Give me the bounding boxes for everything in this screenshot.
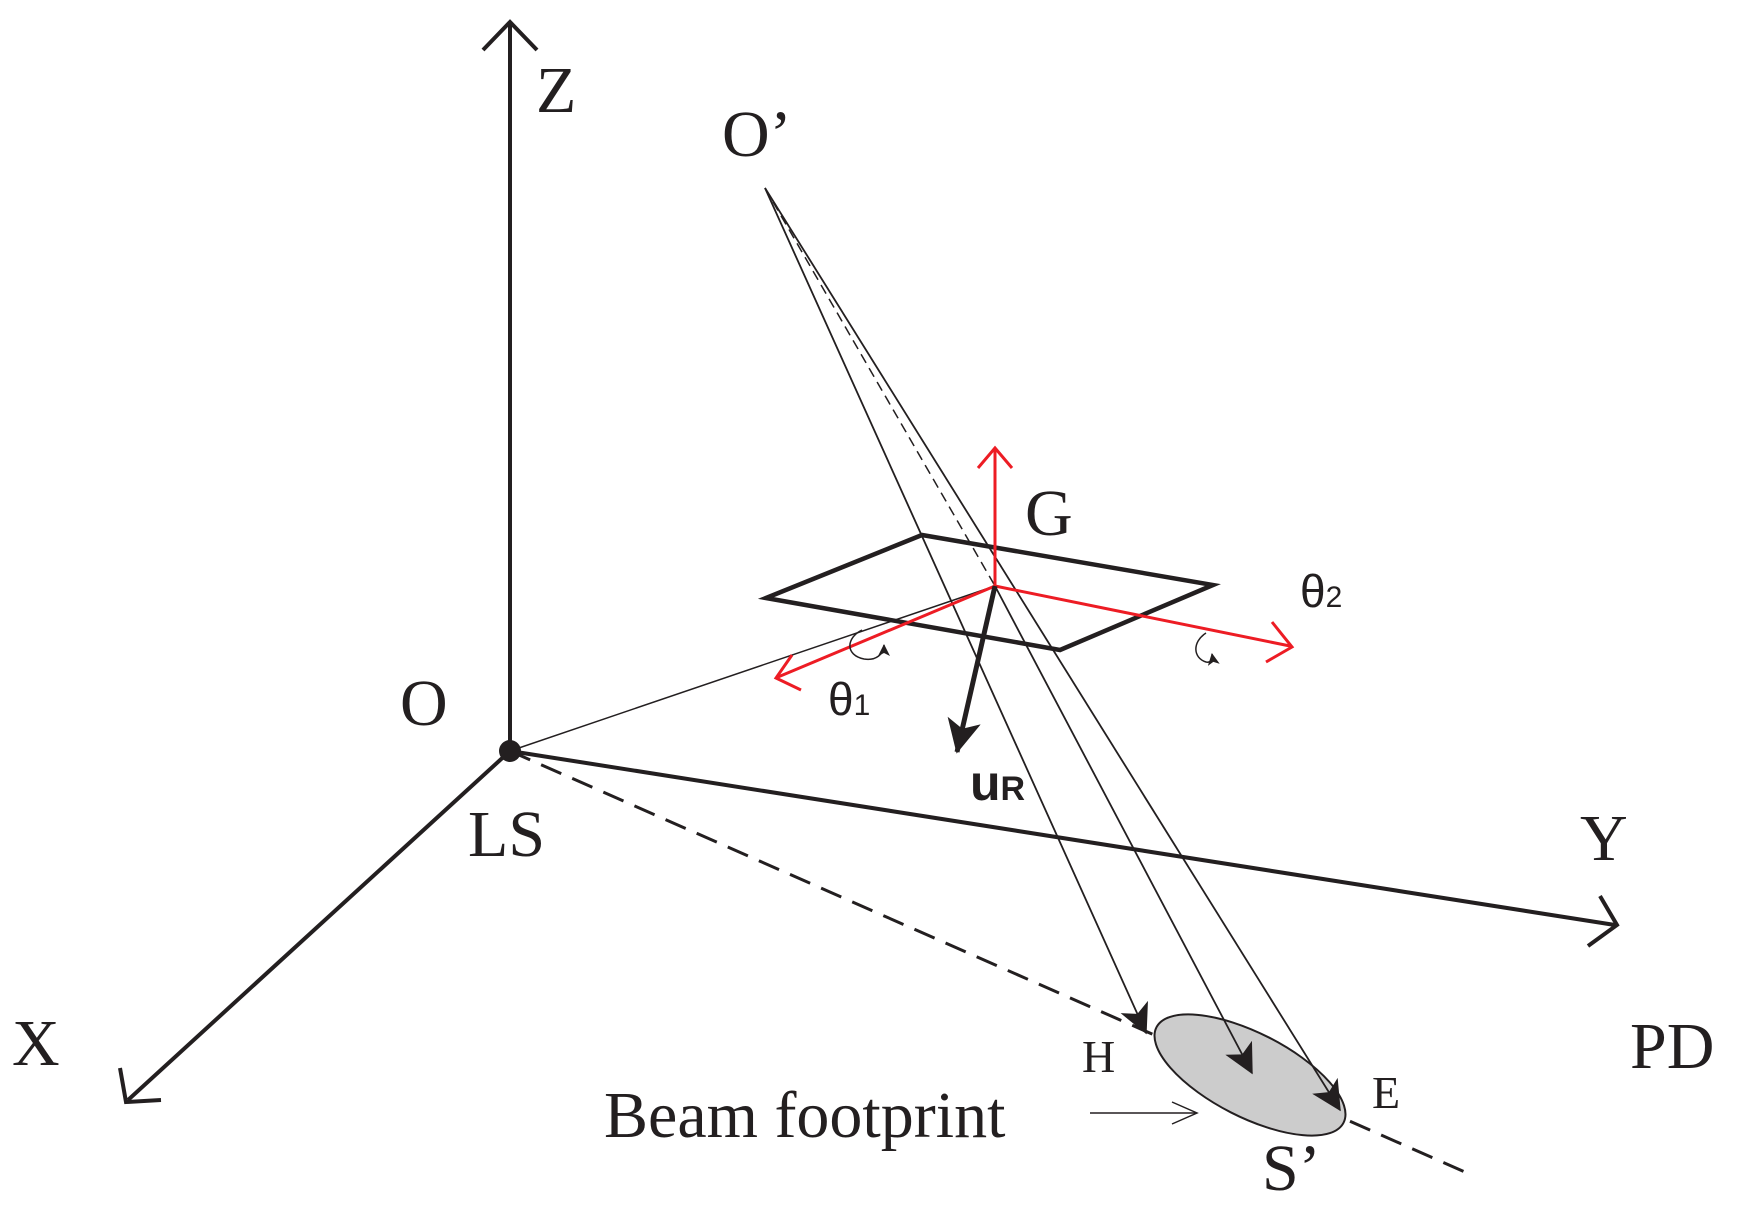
- ur-vector-label: uR: [970, 755, 1025, 811]
- y-axis: [509, 749, 1616, 927]
- z-axis-arrowhead: [481, 19, 539, 52]
- o-prime-label: O’: [722, 98, 792, 171]
- light-source-label: LS: [468, 798, 545, 871]
- ray-center: [994, 585, 1253, 1075]
- ur-vector: [947, 585, 998, 754]
- theta2-axis: [994, 584, 1291, 648]
- s-prime-label: S’: [1262, 1132, 1321, 1205]
- x-axis: [126, 749, 512, 1102]
- x-axis-arrowhead: [118, 1067, 162, 1105]
- footprint-pointer-arrowhead: [1171, 1101, 1199, 1125]
- coordinate-axes: [118, 19, 1620, 1105]
- z-axis-label: Z: [536, 54, 576, 127]
- light-rays: [764, 187, 1341, 1112]
- beam-footprint-ellipse: [1153, 1013, 1347, 1137]
- beam-footprint-label: Beam footprint: [604, 1079, 1005, 1152]
- point-h-label: H: [1082, 1031, 1115, 1082]
- theta1-axis: [777, 584, 996, 679]
- theta1-label: θ1: [828, 673, 870, 725]
- x-axis-label: X: [12, 1007, 60, 1080]
- theta1-rotation-icon: [849, 629, 890, 661]
- origin-label: O: [400, 667, 448, 740]
- mirror-plane: [757, 532, 1221, 653]
- origin-point: [499, 740, 521, 762]
- g-label: G: [1025, 477, 1073, 550]
- photodetector-label: PD: [1630, 1010, 1714, 1083]
- mirror-rotation-axes: [773, 445, 1295, 692]
- ray-e: [764, 187, 1341, 1112]
- ls-to-mirror-line: [509, 585, 996, 752]
- ray-center-dashed: [764, 187, 996, 587]
- theta2-rotation-icon: [1195, 632, 1220, 666]
- point-e-label: E: [1372, 1067, 1400, 1118]
- theta2-label: θ2: [1300, 565, 1342, 617]
- normal-axis-arrowhead: [976, 445, 1014, 469]
- ray-h: [764, 187, 1148, 1035]
- theta1-axis-arrowhead: [773, 654, 802, 692]
- y-axis-arrowhead: [1586, 894, 1620, 948]
- theta2-axis-arrowhead: [1265, 621, 1295, 664]
- y-axis-label: Y: [1580, 802, 1628, 875]
